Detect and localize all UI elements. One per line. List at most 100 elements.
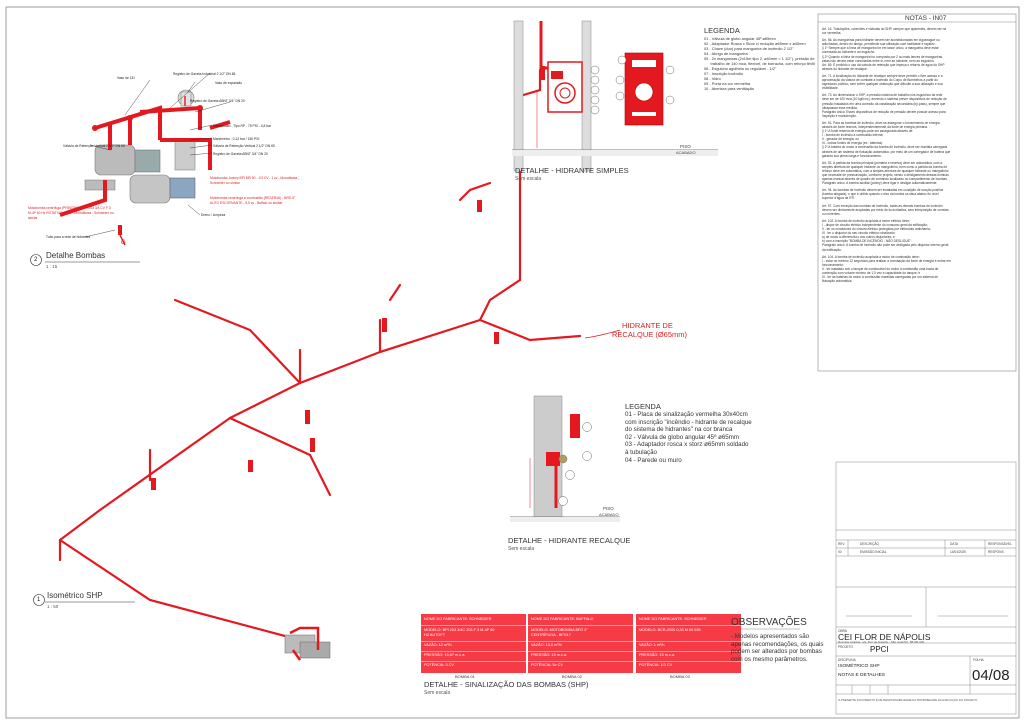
hidrante-recalque-title: DETALHE - HIDRANTE RECALQUE bbox=[508, 536, 631, 545]
pump-label-1: BOMBA 01 bbox=[455, 674, 475, 679]
pump-potencia: POTÊNCIA: 1/3 CV bbox=[639, 663, 673, 667]
pump-red-label: Motobomba centrífuga (PRINCIPAL) BPI 203… bbox=[28, 206, 111, 210]
pump-modelo: MODELO: BCR-2000 0,33 M 60 035 bbox=[639, 628, 701, 632]
pump-red-label: M-4P 50 Hz ROTATIVO / 3 cv - Monofásica … bbox=[28, 211, 114, 215]
pump-vazao: VAZÃO: 12 m³/h bbox=[424, 643, 452, 647]
pump-modelo2: CENTRÍFUGA - BFG17 bbox=[531, 633, 571, 637]
pump-vazao: VAZÃO: 13,0 m³/h bbox=[531, 643, 562, 647]
observacao-line: podem ser alterados por bombas bbox=[731, 648, 822, 656]
projeto-label: PROJETO bbox=[838, 645, 853, 649]
notes-line: II - ter instalado sob o tanque de combu… bbox=[822, 266, 939, 271]
notes-line: através de um sistema de flutuação autom… bbox=[822, 149, 951, 154]
piso-label-2: PISO bbox=[603, 506, 614, 511]
pump-red-label: Schneider ou similar bbox=[210, 181, 240, 185]
notes-line: pressão instalados em uma conexão da can… bbox=[822, 101, 946, 106]
pump-card-divider bbox=[636, 661, 741, 662]
notes-line: através do hidrante de recalque. bbox=[822, 66, 868, 71]
view-bubble-2 bbox=[30, 254, 42, 266]
disciplina-value: ISOMÉTRICO SHP bbox=[838, 664, 880, 669]
notes-line: que necessite de pressurização, conforme… bbox=[822, 173, 949, 177]
notes-line: a) de modo a diferenciá-lo dos outros di… bbox=[822, 235, 895, 240]
legend-simple-title: LEGENDA bbox=[704, 26, 740, 35]
pump-label: Tubo para a rede de hidrantes bbox=[46, 235, 91, 239]
notes-line: cor vermelha. bbox=[822, 31, 842, 36]
notes-line: aduchadas, dentro do abrigo, permitindo … bbox=[822, 42, 936, 47]
sinalizacao-scale: Sem escala bbox=[424, 690, 451, 696]
hidrante-simples-scale: Sem escala bbox=[515, 176, 542, 182]
observacao-line: com os mesmo parâmetros. bbox=[731, 655, 808, 663]
rev-h0: REV. bbox=[838, 542, 846, 546]
legend-simple-item: 04 - Abrigo de mangueira bbox=[704, 51, 748, 56]
isometric-network bbox=[58, 68, 582, 642]
view-num-2: 2 bbox=[34, 257, 38, 263]
notes-line: ou correntes. bbox=[822, 211, 841, 216]
legend-recalque-item: à tubulação bbox=[625, 448, 657, 456]
notes-line: conectada ao hidrante e ao esguicho. bbox=[822, 50, 876, 55]
pump-card-divider bbox=[528, 641, 633, 642]
notes-header: NOTAS - IN07 bbox=[905, 15, 947, 22]
pump-label: Registro de Gaveta Industrial 2 1/2" DN … bbox=[173, 72, 236, 76]
pump-modelo2: HZ AUTOFT bbox=[424, 633, 446, 637]
notes-line: Art. 97. Com exceção das bombas de incên… bbox=[822, 203, 943, 208]
folha-label: FOLHA bbox=[973, 658, 984, 662]
observacoes-title: OBSERVAÇÕES bbox=[731, 617, 807, 628]
sheet-border bbox=[5, 6, 1020, 719]
recalque-callout: HIDRANTE DE bbox=[622, 321, 673, 330]
rev-r2: 14/04/2025 bbox=[950, 550, 966, 554]
pump-label: Pressostato - Tipo RP - 75 PSI - 4,8 bar bbox=[213, 124, 272, 128]
pump-card-divider bbox=[528, 661, 633, 662]
notes-line: apenas manual através de quadro de coman… bbox=[822, 177, 948, 182]
notes-line: inspeção e manutenção. bbox=[822, 113, 857, 118]
pump-fabricante: NOME DO FABRICANTE: SCHNEIDER bbox=[424, 617, 492, 621]
notes-line: Art. 16. Tubulações, conexões e válvulas… bbox=[822, 27, 947, 31]
hidrante-simples-drawing bbox=[512, 20, 718, 172]
notes-frame bbox=[817, 13, 1017, 372]
notes-line: contenção com volume mínimo de 1,5 vez a… bbox=[822, 270, 921, 275]
iso-hydrants bbox=[151, 66, 545, 490]
pump-card-divider bbox=[421, 625, 526, 626]
notes-line: III - ter o disjuntor do seu circuito el… bbox=[822, 231, 896, 236]
notes-line: logradouro público, sem sofrer qualquer … bbox=[822, 82, 943, 87]
legend-simple-item: 10 - Abertura para ventilação bbox=[704, 86, 754, 91]
title-footer: O PRESENTE DOCUMENTO É DE RESPONSABILIDA… bbox=[838, 698, 978, 702]
observacao-line: - Modelos apresentados são bbox=[731, 633, 810, 640]
pump-red-label: AUTO ESCORVANTE - 5,5 cv - Buffalo ou si… bbox=[210, 201, 283, 205]
legend-recalque-item: 01 - Placa de sinalização vermelha 30x40… bbox=[625, 411, 748, 418]
acabado-label-2: ACABADO bbox=[599, 512, 619, 517]
notes-line: ultrapassar esse medida. bbox=[822, 105, 858, 110]
notes-line: II - gerador de energia; ou bbox=[822, 137, 859, 142]
notes-line: funcionamento; bbox=[822, 262, 844, 267]
pump-label-3: BOMBA 03 bbox=[670, 674, 690, 679]
notes-line: I - bomba de incêndio à combustão intern… bbox=[822, 133, 884, 138]
legend-recalque-list: 01 - Placa de sinalização vermelha 30x40… bbox=[625, 411, 775, 464]
notes-line: da edificação. bbox=[822, 247, 842, 252]
legend-simple-item: 03 - Chave (duo) para mangueira de incên… bbox=[704, 46, 794, 51]
cliente-name: CEI FLOR DE NÁPOLIS bbox=[838, 632, 931, 642]
detalhe-bombas-scale: 1 : 15 bbox=[46, 264, 58, 269]
legend-simple-item: 02 - Adaptador Rosca x Storz c/ redução … bbox=[704, 41, 806, 46]
sinalizacao-title: DETALHE - SINALIZAÇÃO DAS BOMBAS (SHP) bbox=[424, 680, 589, 689]
legend-recalque-item: 04 - Parede ou muro bbox=[625, 456, 682, 464]
pump-fabricante: NOME DO FABRICANTE: BUFFALO bbox=[531, 617, 594, 621]
pump-label: Registro de Gaveta ABNT 3/4" DN 20 bbox=[213, 152, 268, 156]
pump-red-label: Motobomba Jockey BPI MR 90 - 1/3 CV - 1 … bbox=[210, 176, 300, 180]
notes-body: Art. 16. Tubulações, conexões e válvulas… bbox=[822, 27, 1014, 283]
pump-room-drawing bbox=[59, 72, 231, 246]
iso-pumps bbox=[284, 626, 331, 661]
notes-line: I - dispor de circuito elétrico independ… bbox=[822, 222, 928, 227]
notes-line: Art. 56. As mangueiras para hidrante dev… bbox=[822, 38, 940, 43]
hidrante-simples-title: DETALHE - HIDRANTE SIMPLES bbox=[515, 166, 629, 175]
notes-line: estas não devem estar conectadas entre s… bbox=[822, 58, 935, 63]
observacao-line: apenas recomendações, os quais bbox=[731, 640, 824, 648]
notes-line: Art. 104. A bomba de incêndio acoplada a… bbox=[822, 254, 920, 259]
projeto-name: PPCI bbox=[870, 645, 889, 654]
pump-red-label: Motobomba centrífuga a combustão (RESERV… bbox=[210, 196, 296, 200]
view-num-1: 1 bbox=[37, 597, 41, 603]
rev-r1: EMISSÃO INICIAL bbox=[860, 550, 887, 554]
legend-recalque-item: com inscrição "incêndio - hidrante de re… bbox=[625, 418, 752, 426]
